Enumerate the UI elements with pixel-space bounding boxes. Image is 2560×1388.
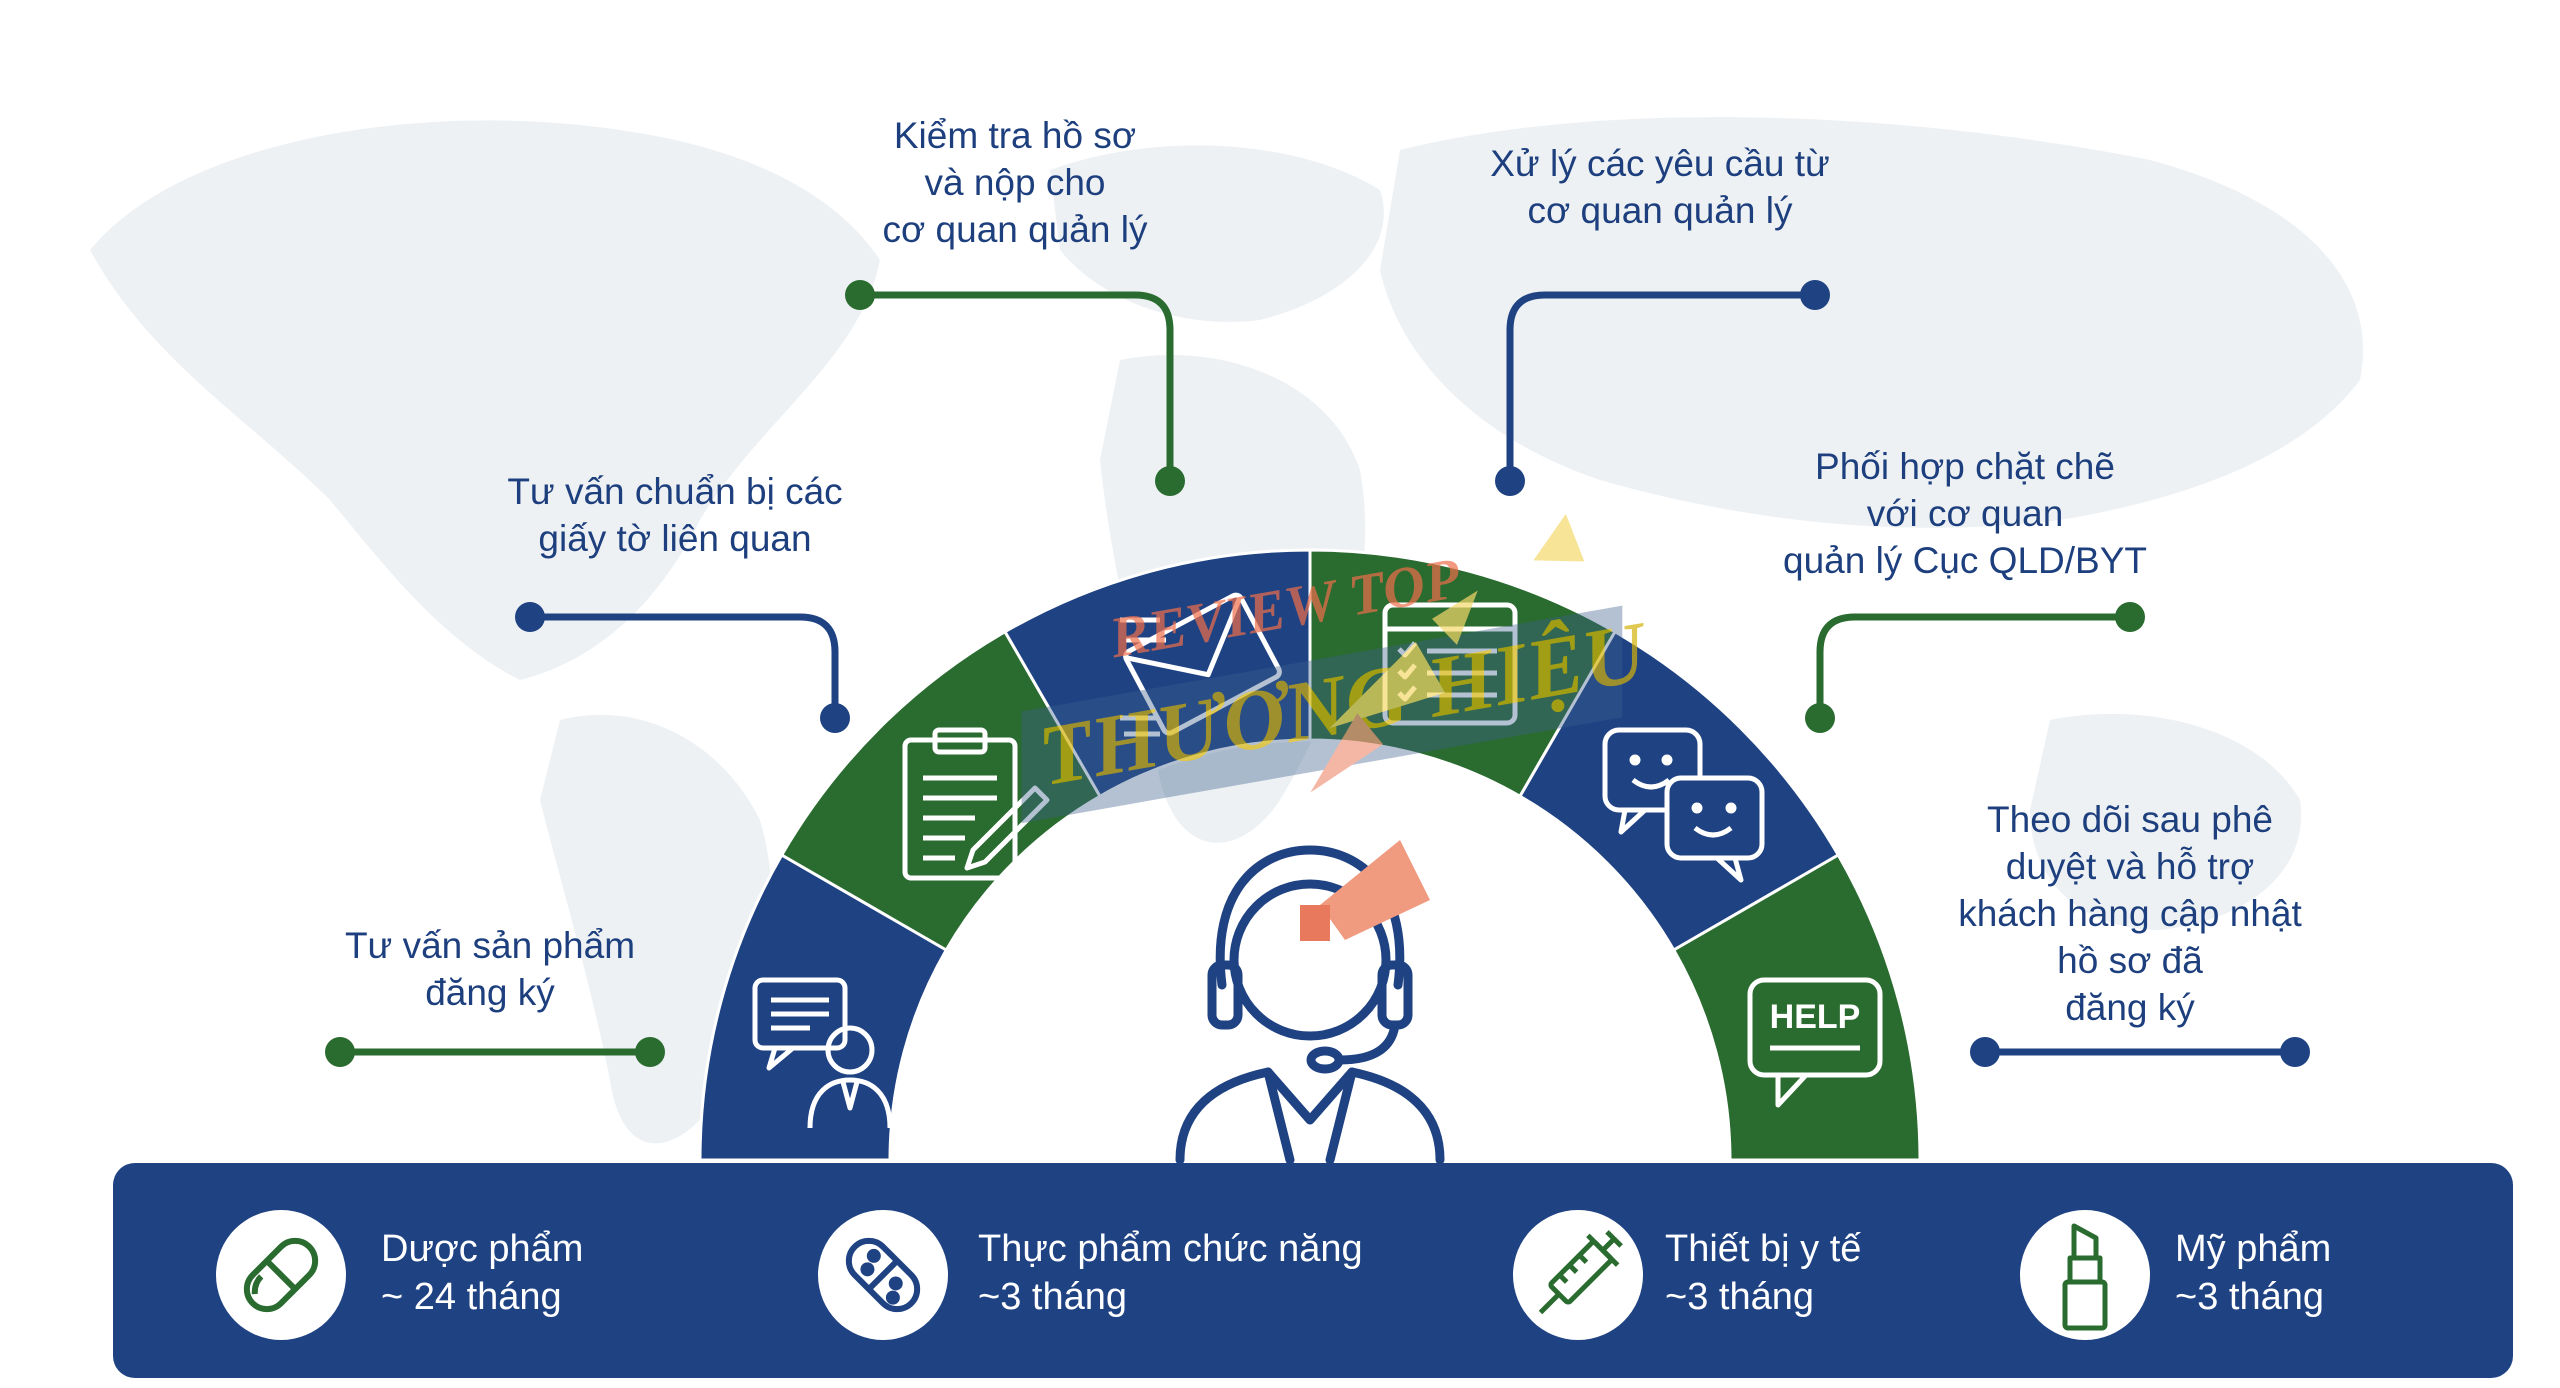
megaphone-icon <box>1310 513 1585 793</box>
connector-dot <box>635 1037 665 1067</box>
connector-dot <box>2115 602 2145 632</box>
category-food: Thực phẩm chức năng ~3 tháng <box>818 1163 1458 1378</box>
connector-dot <box>820 703 850 733</box>
supplement-capsule-icon <box>818 1210 948 1340</box>
connector-dot <box>1805 703 1835 733</box>
megaphone <box>1300 840 1430 941</box>
connector-coordinate <box>1816 613 2134 719</box>
category-cosmetic: Mỹ phẩm ~3 tháng <box>2020 1163 2420 1378</box>
connector-dot <box>1800 280 1830 310</box>
category-duration: ~3 tháng <box>1665 1276 1814 1318</box>
category-bar: Dược phẩm ~ 24 tháng Thực phẩm chức năng ~… <box>113 1163 2513 1378</box>
connector-dot <box>515 602 545 632</box>
connector-dot <box>325 1037 355 1067</box>
chat-faces-icon <box>1602 727 1765 883</box>
consultant-chat-icon <box>752 977 893 1129</box>
category-name: Dược phẩm <box>381 1228 584 1270</box>
category-name: Thực phẩm chức năng <box>978 1228 1363 1270</box>
connector-check-submit <box>856 291 1174 482</box>
connector-dot <box>2280 1037 2310 1067</box>
category-pharma: Dược phẩm ~ 24 tháng <box>216 1163 716 1378</box>
help-bubble-icon: HELP <box>1747 977 1883 1108</box>
category-device: Thiết bị y tế ~3 tháng <box>1513 1163 1973 1378</box>
syringe-icon <box>1513 1210 1643 1340</box>
connector-handle-requests <box>1506 291 1819 482</box>
category-duration: ~3 tháng <box>978 1276 1127 1318</box>
pill-icon <box>216 1210 346 1340</box>
category-duration: ~3 tháng <box>2175 1276 2324 1318</box>
category-name: Thiết bị y tế <box>1665 1228 1862 1270</box>
connector-dot <box>1495 466 1525 496</box>
lipstick-icon <box>2020 1210 2150 1340</box>
connector-consult-documents <box>526 613 839 719</box>
clipboard-icon <box>902 727 1050 881</box>
connector-dot <box>845 280 875 310</box>
help-text: HELP <box>1770 998 1861 1036</box>
connector-dot <box>1970 1037 2000 1067</box>
connector-dot <box>1155 466 1185 496</box>
category-name: Mỹ phẩm <box>2175 1228 2332 1270</box>
category-duration: ~ 24 tháng <box>381 1276 562 1318</box>
envelope-icon <box>1120 592 1282 737</box>
arc-segment-follow-up <box>1671 852 1922 1162</box>
watermark: REVIEW TOP THƯƠNG HIỆU <box>971 486 1658 865</box>
